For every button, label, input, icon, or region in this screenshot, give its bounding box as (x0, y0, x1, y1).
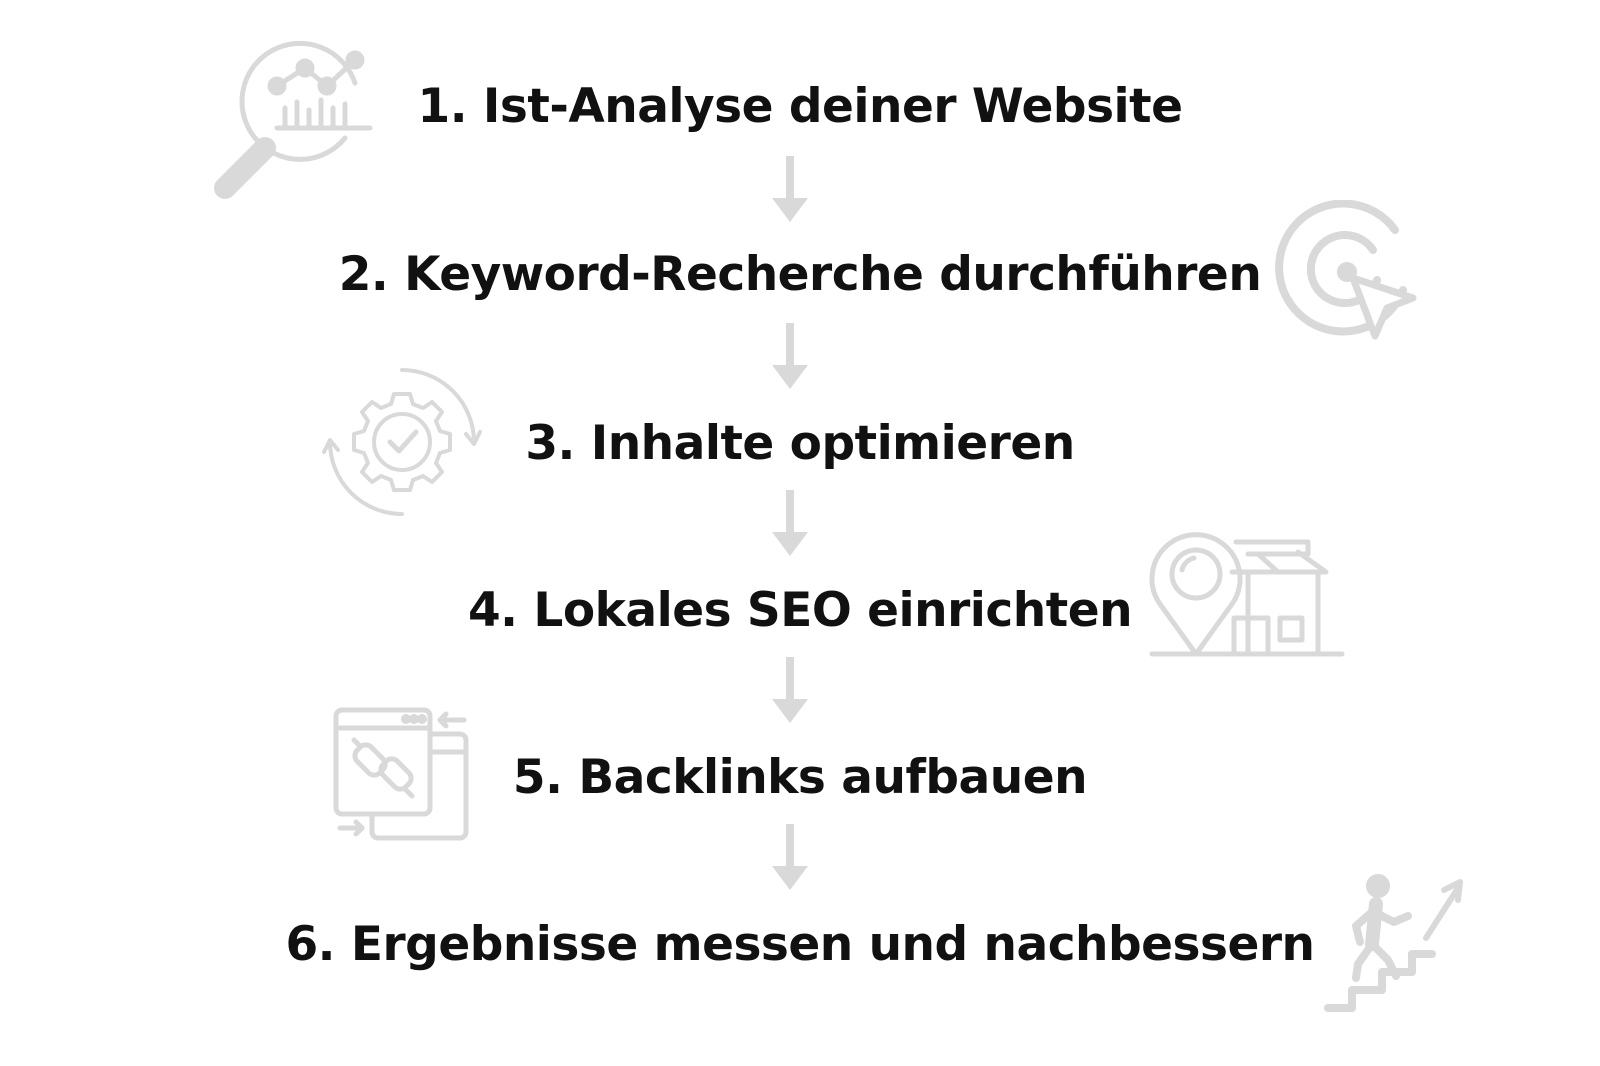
step-4-title: 4. Lokales SEO einrichten (467, 583, 1133, 638)
down-arrow-icon (772, 156, 808, 226)
down-arrow-icon (772, 657, 808, 727)
gear-check-icon (322, 362, 482, 522)
down-arrow-icon (772, 824, 808, 894)
target-cursor-icon (1275, 200, 1425, 350)
magnifier-chart-icon (205, 38, 380, 208)
down-arrow-icon (772, 490, 808, 560)
step-6-title: 6. Ergebnisse messen und nachbessern (285, 917, 1315, 972)
location-pin-house-icon (1148, 532, 1348, 662)
step-5-title: 5. Backlinks aufbauen (512, 750, 1088, 805)
down-arrow-icon (772, 323, 808, 393)
person-climbing-stairs-icon (1322, 868, 1472, 1018)
step-1-title: 1. Ist-Analyse deiner Website (417, 79, 1184, 134)
step-2-title: 2. Keyword-Recherche durchführen (338, 247, 1262, 302)
browser-link-icon (332, 702, 477, 847)
step-3-title: 3. Inhalte optimieren (525, 416, 1075, 471)
